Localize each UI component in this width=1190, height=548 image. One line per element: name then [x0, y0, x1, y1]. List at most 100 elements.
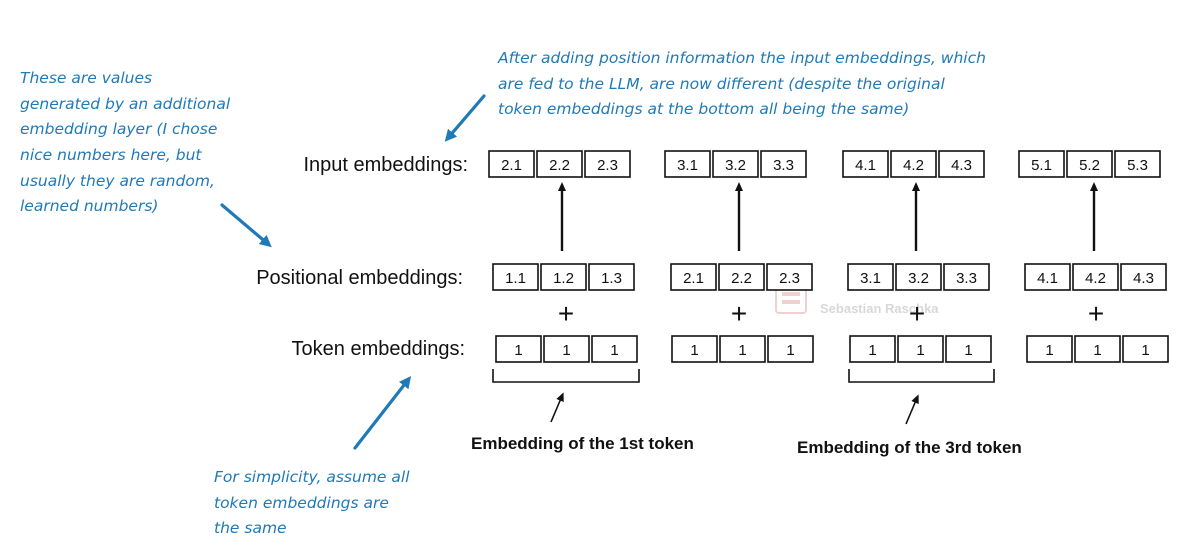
caption-arrow-3 — [905, 394, 919, 425]
positional-cell-value: 2.2 — [731, 270, 752, 287]
token-embedding-vector: 1 1 1 — [495, 335, 638, 363]
positional-cell — [492, 263, 539, 291]
input-cell — [1018, 150, 1065, 178]
token-embeddings-label: Token embeddings: — [292, 338, 465, 360]
token-cell — [897, 335, 944, 363]
token-cell — [849, 335, 896, 363]
token-cell — [1026, 335, 1073, 363]
input-cell-value: 2.1 — [501, 157, 522, 174]
token-cell-value: 1 — [786, 342, 794, 359]
annotation-arrow-bottom — [353, 376, 412, 450]
token-cell — [495, 335, 542, 363]
token-group-1: 2.1 2.2 2.3 1.1 1.2 1.3 1 1 1 + — [488, 150, 638, 363]
positional-cell-value: 4.3 — [1133, 270, 1154, 287]
plus-sign: + — [909, 298, 925, 329]
positional-cell — [588, 263, 635, 291]
positional-cell-value: 2.1 — [683, 270, 704, 287]
token-cell-value: 1 — [1093, 342, 1101, 359]
positional-cell — [540, 263, 587, 291]
plus-sign: + — [731, 298, 747, 329]
annotation-arrow-top — [444, 94, 486, 142]
token-cell-value: 1 — [1045, 342, 1053, 359]
input-cell — [890, 150, 937, 178]
token-cell — [671, 335, 718, 363]
watermark-text: Sebastian Raschka — [820, 301, 939, 316]
token-cell — [591, 335, 638, 363]
input-cell — [712, 150, 759, 178]
plus-sign: + — [558, 298, 574, 329]
positional-cell — [847, 263, 894, 291]
caption-arrow-1 — [550, 392, 564, 423]
positional-cell — [1120, 263, 1167, 291]
input-cell — [488, 150, 535, 178]
input-cell — [536, 150, 583, 178]
note-line: token embeddings at the bottom all being… — [498, 100, 909, 118]
token-cell — [945, 335, 992, 363]
note-line: nice numbers here, but — [20, 146, 202, 164]
positional-cell — [1072, 263, 1119, 291]
input-embedding-vector: 5.1 5.2 5.3 — [1018, 150, 1161, 178]
token-cell-value: 1 — [916, 342, 924, 359]
input-embedding-vector: 3.1 3.2 3.3 — [664, 150, 807, 178]
token-group-2: 3.1 3.2 3.3 2.1 2.2 2.3 1 1 1 + — [664, 150, 814, 363]
input-embedding-vector: 2.1 2.2 2.3 — [488, 150, 631, 178]
token-cell-value: 1 — [964, 342, 972, 359]
input-cell-value: 3.3 — [773, 157, 794, 174]
bracket-token-1 — [492, 369, 640, 383]
input-cell-value: 3.1 — [677, 157, 698, 174]
note-line: learned numbers) — [20, 197, 158, 215]
input-cell — [1114, 150, 1161, 178]
input-cell-value: 5.3 — [1127, 157, 1148, 174]
input-cell-value: 5.1 — [1031, 157, 1052, 174]
note-line: These are values — [20, 69, 152, 87]
token-cell-value: 1 — [690, 342, 698, 359]
positional-cell — [766, 263, 813, 291]
input-cell-value: 2.2 — [549, 157, 570, 174]
token-cell-value: 1 — [610, 342, 618, 359]
input-cell-value: 2.3 — [597, 157, 618, 174]
caption-first-token: Embedding of the 1st token — [471, 434, 694, 453]
input-cell — [664, 150, 711, 178]
plus-sign: + — [1088, 298, 1104, 329]
input-cell — [1066, 150, 1113, 178]
caption-third-token: Embedding of the 3rd token — [797, 438, 1022, 457]
positional-cell — [895, 263, 942, 291]
bracket-token-3 — [848, 369, 995, 383]
positional-cell-value: 3.3 — [956, 270, 977, 287]
positional-cell-value: 3.1 — [860, 270, 881, 287]
positional-embedding-vector: 2.1 2.2 2.3 — [670, 263, 813, 291]
positional-cell-value: 1.2 — [553, 270, 574, 287]
input-cell-value: 4.2 — [903, 157, 924, 174]
token-cell — [543, 335, 590, 363]
token-embedding-vector: 1 1 1 — [849, 335, 992, 363]
positional-cell-value: 2.3 — [779, 270, 800, 287]
annotation-left-top: These are values generated by an additio… — [20, 69, 231, 215]
positional-cell-value: 1.3 — [601, 270, 622, 287]
note-line: the same — [214, 519, 287, 537]
annotation-bottom: For simplicity, assume all token embeddi… — [214, 468, 410, 537]
input-embeddings-label: Input embeddings: — [303, 154, 468, 176]
token-cell-value: 1 — [1141, 342, 1149, 359]
input-cell-value: 3.2 — [725, 157, 746, 174]
input-cell — [842, 150, 889, 178]
token-cell-value: 1 — [738, 342, 746, 359]
token-cell-value: 1 — [514, 342, 522, 359]
token-cell-value: 1 — [562, 342, 570, 359]
input-cell — [938, 150, 985, 178]
positional-cell-value: 4.1 — [1037, 270, 1058, 287]
annotation-top: After adding position information the in… — [497, 49, 986, 118]
positional-cell-value: 1.1 — [505, 270, 526, 287]
input-cell — [760, 150, 807, 178]
note-line: token embeddings are — [214, 494, 389, 512]
note-line: embedding layer (I chose — [20, 120, 217, 138]
token-cell-value: 1 — [868, 342, 876, 359]
input-cell-value: 4.1 — [855, 157, 876, 174]
token-cell — [1074, 335, 1121, 363]
note-line: generated by an additional — [20, 95, 231, 113]
input-cell-value: 5.2 — [1079, 157, 1100, 174]
